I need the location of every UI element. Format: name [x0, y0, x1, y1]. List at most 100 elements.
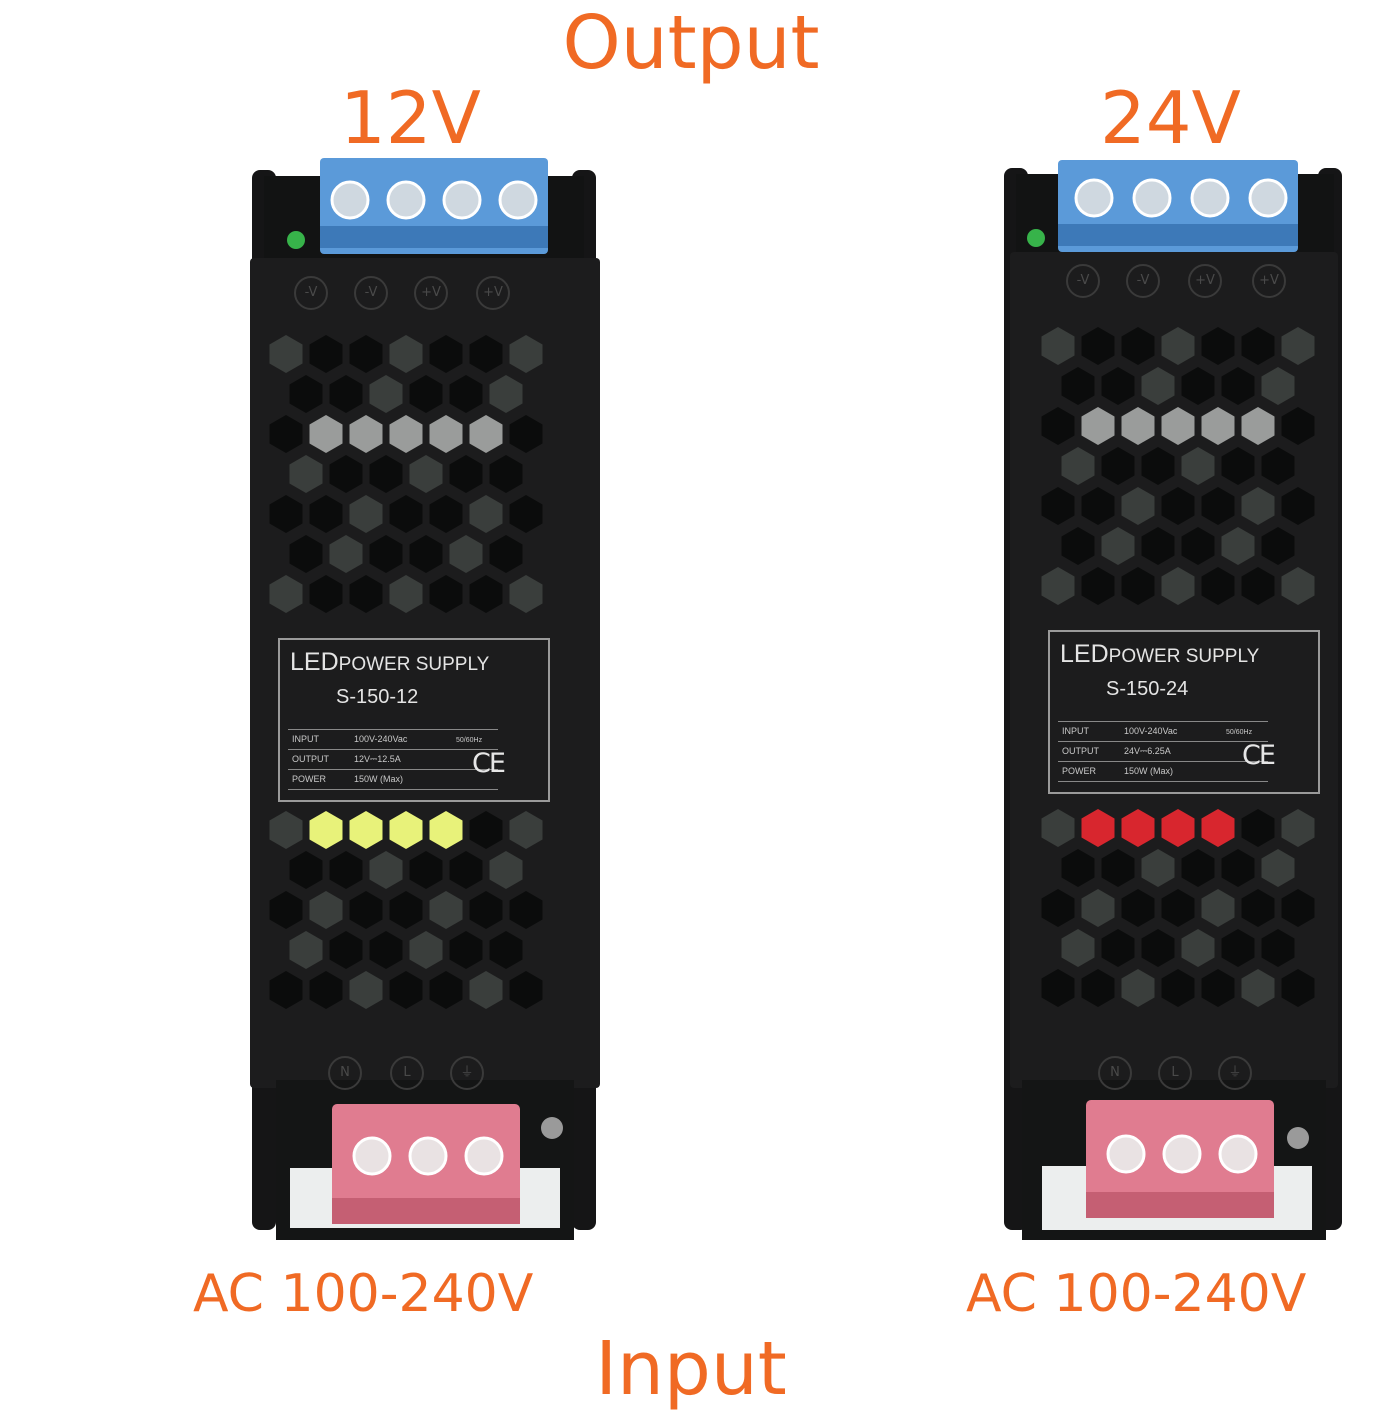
vent-hole: [1281, 407, 1315, 445]
vent-hole: [369, 931, 403, 969]
power-supply-24v: -V -V +V +V N L ⏚ LEDPOWER SUPPLY S-150-…: [1002, 160, 1346, 1240]
spec-value: 24V⎓6.25A: [1124, 746, 1171, 756]
vent-hole: [469, 971, 503, 1009]
vent-hole: [1281, 809, 1315, 847]
vent-hole: [509, 495, 543, 533]
terminal-screw: [1132, 178, 1172, 218]
terminal-screw: [1190, 178, 1230, 218]
vent-hole: [349, 415, 383, 453]
vent-hole: [369, 851, 403, 889]
vent-hole: [309, 575, 343, 613]
terminal-symbol: +V: [1188, 264, 1222, 298]
vent-hole: [1281, 327, 1315, 365]
vent-hole: [269, 495, 303, 533]
spec-name: POWER: [292, 774, 327, 784]
vent-hole: [309, 811, 343, 849]
vent-hole: [489, 535, 523, 573]
vent-hole: [1061, 447, 1095, 485]
vent-hole: [509, 891, 543, 929]
power-supply-12v-body: [250, 158, 600, 1240]
vent-hole: [289, 535, 323, 573]
terminal-screw: [1218, 1134, 1258, 1174]
vent-hole: [1081, 327, 1115, 365]
vent-hole: [389, 811, 423, 849]
vent-hole: [309, 415, 343, 453]
vent-hole: [1261, 367, 1295, 405]
vent-hole: [309, 335, 343, 373]
vent-hole: [1201, 567, 1235, 605]
vent-hole: [349, 891, 383, 929]
vent-hole: [1181, 367, 1215, 405]
vent-hole: [1161, 327, 1195, 365]
vent-hole: [269, 415, 303, 453]
vent-hole: [469, 495, 503, 533]
vent-hole: [369, 535, 403, 573]
vent-hole: [429, 575, 463, 613]
vent-hole: [509, 335, 543, 373]
vent-hole: [1241, 407, 1275, 445]
vent-hole: [1121, 567, 1155, 605]
spec-name: INPUT: [1062, 726, 1089, 736]
vent-hole: [269, 335, 303, 373]
vent-hole: [289, 375, 323, 413]
vent-hole: [449, 455, 483, 493]
vent-hole: [389, 495, 423, 533]
vent-hole: [1041, 809, 1075, 847]
vent-hole: [1221, 447, 1255, 485]
vent-hole: [1201, 487, 1235, 525]
vent-hole: [369, 455, 403, 493]
vent-hole: [1121, 407, 1155, 445]
vent-hole: [1121, 889, 1155, 927]
vent-hole: [1041, 969, 1075, 1007]
vent-hole: [1141, 849, 1175, 887]
indicator-led: [1027, 229, 1045, 247]
spec-name: OUTPUT: [292, 754, 329, 764]
vent-hole: [329, 851, 363, 889]
vent-hole: [1141, 527, 1175, 565]
vent-hole: [349, 335, 383, 373]
terminal-symbol: -V: [1066, 264, 1100, 298]
vent-hole: [1121, 327, 1155, 365]
vent-hole: [349, 575, 383, 613]
vent-hole: [509, 971, 543, 1009]
vent-hole: [449, 851, 483, 889]
spec-value: 100V-240Vac: [1124, 726, 1178, 736]
vent-hole: [489, 931, 523, 969]
vent-hole: [1221, 849, 1255, 887]
label-brand: LED: [290, 648, 339, 676]
vent-hole: [1241, 969, 1275, 1007]
vent-hole: [349, 811, 383, 849]
vent-hole: [489, 455, 523, 493]
terminal-symbol: L: [1158, 1056, 1192, 1090]
vent-hole: [1061, 849, 1095, 887]
spec-value: 150W (Max): [354, 774, 404, 784]
vent-hole: [1061, 527, 1095, 565]
output-terminal-block: [320, 158, 548, 254]
vent-hole: [1041, 889, 1075, 927]
vent-hole: [1161, 969, 1195, 1007]
ce-mark: CE: [472, 748, 506, 779]
label-product: POWER SUPPLY: [338, 654, 490, 675]
vent-hole: [1281, 567, 1315, 605]
vent-hole: [1081, 969, 1115, 1007]
spec-extra: 50/60Hz: [456, 737, 483, 744]
terminal-screw: [386, 180, 426, 220]
vent-hole: [309, 971, 343, 1009]
spec-value: 12V⎓12.5A: [354, 754, 401, 764]
vent-hole: [469, 335, 503, 373]
vent-hole: [1241, 567, 1275, 605]
terminal-symbol: +V: [476, 276, 510, 310]
vent-hole: [1261, 849, 1295, 887]
vent-hole: [1101, 447, 1135, 485]
vent-hole: [1101, 929, 1135, 967]
bottom-vent-grille: [1041, 809, 1315, 1007]
terminal-screw: [1074, 178, 1114, 218]
model-number: S-150-12: [336, 686, 419, 708]
ac-input-label-12v: AC 100-240V: [193, 1264, 534, 1324]
vent-hole: [1121, 809, 1155, 847]
label-product: POWER SUPPLY: [1108, 646, 1260, 667]
terminal-symbol: +V: [1252, 264, 1286, 298]
vent-hole: [1101, 367, 1135, 405]
vent-hole: [1281, 969, 1315, 1007]
terminal-symbol: +V: [414, 276, 448, 310]
